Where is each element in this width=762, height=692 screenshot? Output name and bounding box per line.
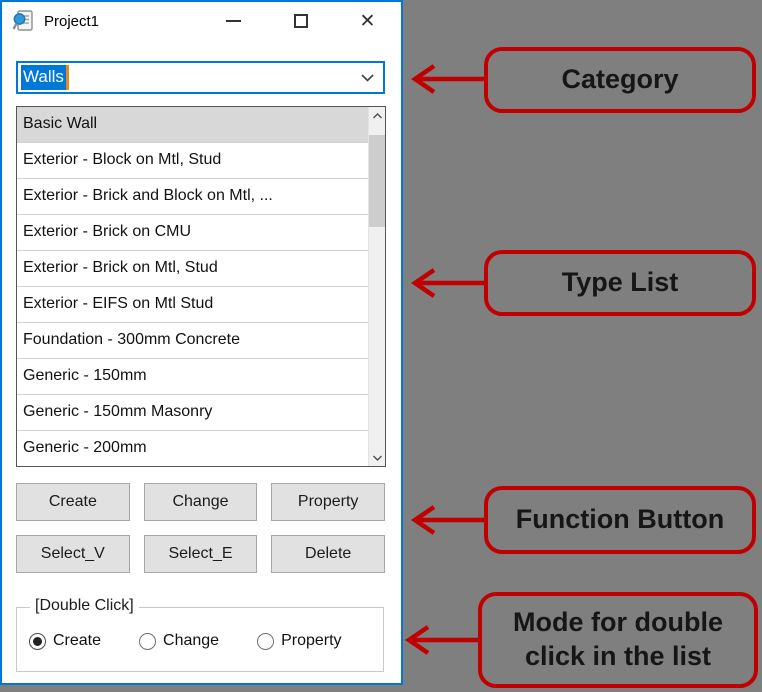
radio-row: Create Change Property xyxy=(29,632,383,650)
list-item[interactable]: Exterior - Brick on CMU xyxy=(17,215,368,251)
category-combobox[interactable]: Walls xyxy=(16,61,385,94)
callout-label: Mode for double click in the list xyxy=(513,607,723,671)
callout-type-list: Type List xyxy=(484,250,756,316)
select-v-button[interactable]: Select_V xyxy=(16,535,130,573)
left-arrow-icon xyxy=(411,64,486,94)
chevron-up-icon xyxy=(372,112,382,118)
delete-button[interactable]: Delete xyxy=(271,535,385,573)
close-button[interactable]: ✕ xyxy=(334,2,401,40)
chevron-down-icon xyxy=(361,74,374,82)
combobox-selected-text: Walls xyxy=(21,65,66,90)
text-caret xyxy=(65,65,69,90)
list-item[interactable]: Exterior - EIFS on Mtl Stud xyxy=(17,287,368,323)
radio-unselected-icon xyxy=(139,632,157,650)
type-listbox: Basic Wall Exterior - Block on Mtl, Stud… xyxy=(16,106,386,467)
list-item[interactable]: Exterior - Brick on Mtl, Stud xyxy=(17,251,368,287)
callout-label: Type List xyxy=(561,267,679,298)
close-icon: ✕ xyxy=(359,10,376,32)
radio-label: Property xyxy=(281,632,342,649)
list-scrollbar[interactable] xyxy=(368,107,385,466)
list-item[interactable]: Generic - 150mm Masonry xyxy=(17,395,368,431)
list-item[interactable]: Exterior - Block on Mtl, Stud xyxy=(17,143,368,179)
radio-label: Create xyxy=(53,632,102,649)
radio-property[interactable]: Property xyxy=(257,632,342,650)
radio-selected-icon xyxy=(29,632,46,650)
titlebar: Project1 ✕ xyxy=(2,2,401,40)
change-button[interactable]: Change xyxy=(143,483,258,521)
radio-label: Change xyxy=(163,632,220,649)
list-item[interactable]: Generic - 150mm xyxy=(17,359,368,395)
left-arrow-icon xyxy=(411,268,486,298)
type-list-rows: Basic Wall Exterior - Block on Mtl, Stud… xyxy=(17,107,368,466)
callout-label: Category xyxy=(561,64,679,95)
scroll-up-button[interactable] xyxy=(369,107,385,124)
window-title: Project1 xyxy=(44,12,100,30)
groupbox-label: [Double Click] xyxy=(30,597,139,615)
maximize-icon xyxy=(293,14,308,28)
callout-double-click-mode: Mode for double click in the list xyxy=(478,592,758,688)
list-item[interactable]: Basic Wall xyxy=(17,107,368,143)
create-button[interactable]: Create xyxy=(16,483,130,521)
double-click-groupbox: [Double Click] Create Change Property xyxy=(16,597,384,672)
callout-category: Category xyxy=(484,47,756,113)
radio-create[interactable]: Create xyxy=(29,632,101,650)
select-e-button[interactable]: Select_E xyxy=(143,535,258,573)
list-item[interactable]: Generic - 200mm xyxy=(17,431,368,466)
list-item[interactable]: Exterior - Brick and Block on Mtl, ... xyxy=(17,179,368,215)
radio-unselected-icon xyxy=(257,632,275,650)
window-controls: ✕ xyxy=(200,2,401,40)
maximize-button[interactable] xyxy=(267,2,334,40)
scroll-down-button[interactable] xyxy=(369,449,385,466)
minimize-icon xyxy=(226,20,241,22)
left-arrow-icon xyxy=(411,505,486,535)
minimize-button[interactable] xyxy=(200,2,267,40)
left-arrow-icon xyxy=(405,625,480,655)
scrollbar-thumb[interactable] xyxy=(369,135,385,227)
dialog-window: Project1 ✕ Walls Basic Wall Exterior - B… xyxy=(0,0,403,685)
chevron-down-icon xyxy=(372,455,382,461)
list-item[interactable]: Foundation - 300mm Concrete xyxy=(17,323,368,359)
function-button-grid: Create Change Property Select_V Select_E… xyxy=(16,483,385,573)
app-icon xyxy=(12,10,33,31)
callout-label: Function Button xyxy=(515,504,725,535)
callout-function-button: Function Button xyxy=(484,486,756,554)
property-button[interactable]: Property xyxy=(271,483,385,521)
radio-change[interactable]: Change xyxy=(139,632,219,650)
